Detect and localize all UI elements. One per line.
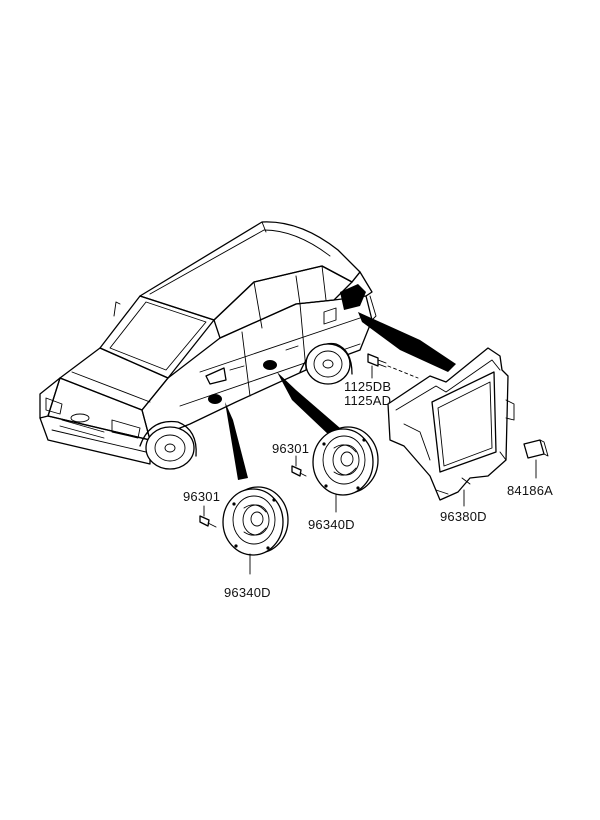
label-amplifier: 96380D [440,509,487,524]
label-bolt-a: 1125DB [344,379,392,394]
label-front-speaker: 96340D [224,585,271,600]
label-screw-rear: 96301 [272,441,310,456]
front-door-speaker [222,486,289,575]
amplifier [387,347,515,507]
vehicle-illustration [39,221,377,470]
label-bolt-b: 1125AD [344,393,392,408]
label-screw-front: 96301 [183,489,221,504]
bolt [367,353,419,379]
screw-front [199,505,217,528]
screw-rear [291,455,307,477]
label-rear-speaker: 96340D [308,517,355,532]
label-clip: 84186A [507,483,554,498]
rear-door-speaker [312,426,379,513]
leader-wedges [225,312,456,480]
clip [523,439,549,479]
